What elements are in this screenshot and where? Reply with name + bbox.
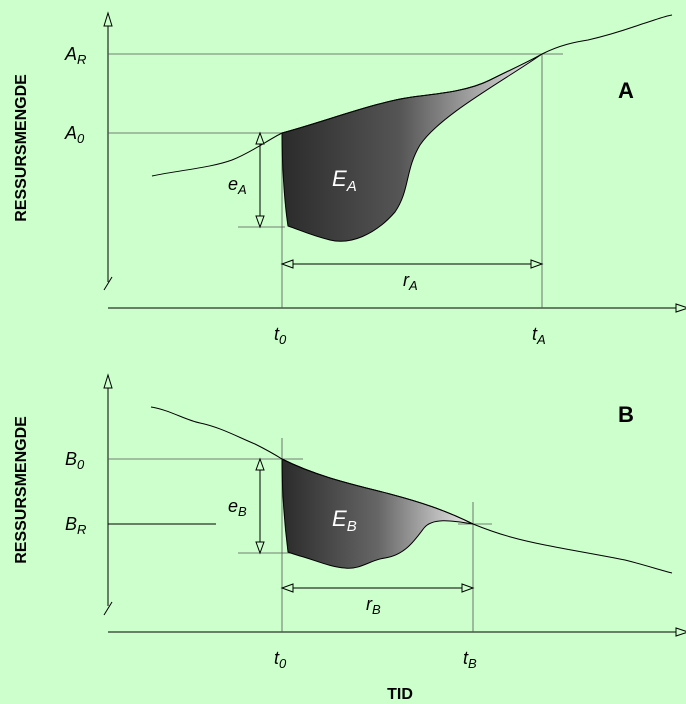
y-axis-a-break — [103, 276, 113, 291]
panel-b-id: B — [618, 402, 634, 427]
panel-a: RESSURSMENGDE AR A0 eA EA rA t0 tA A — [13, 11, 686, 347]
label-ra: rA — [403, 270, 418, 293]
x-axis-b-arrow — [675, 627, 686, 637]
loss-area-a — [281, 53, 543, 242]
ra-arrow-left — [280, 259, 294, 269]
label-a0: A0 — [64, 123, 85, 146]
eb-arrow-bottom — [255, 541, 265, 555]
label-ar: AR — [64, 44, 86, 67]
label-eb: eB — [228, 496, 247, 519]
resource-curve-a — [151, 14, 673, 177]
x-axis-label: TID — [387, 686, 413, 703]
rb-arrow-right — [461, 583, 475, 593]
ea-arrow-top — [255, 131, 265, 145]
label-loss-area-b: EB — [332, 506, 357, 535]
label-br: BR — [65, 514, 86, 537]
y-axis-b-arrow — [103, 373, 113, 389]
label-loss-area-a: EA — [332, 166, 357, 195]
y-axis-label-b: RESSURSMENGDE — [13, 416, 30, 564]
y-axis-a-arrow — [103, 11, 113, 27]
y-axis-b-break — [103, 601, 113, 616]
label-t0-b: t0 — [274, 648, 287, 671]
label-ea: eA — [228, 174, 247, 197]
ea-arrow-bottom — [255, 215, 265, 229]
loss-area-b — [281, 458, 474, 569]
panel-a-id: A — [618, 78, 634, 103]
label-t0-a: t0 — [274, 324, 287, 347]
resource-curve-b — [150, 406, 673, 574]
x-axis-a-arrow — [675, 303, 686, 313]
label-b0: B0 — [65, 449, 85, 472]
eb-arrow-top — [255, 457, 265, 471]
label-ta: tA — [532, 324, 546, 347]
y-axis-label-a: RESSURSMENGDE — [13, 74, 30, 222]
ra-arrow-right — [530, 259, 544, 269]
label-tb: tB — [463, 648, 477, 671]
rb-arrow-left — [280, 583, 294, 593]
label-rb: rB — [366, 594, 381, 617]
panel-b: RESSURSMENGDE B0 BR eB EB rB t0 tB B — [13, 373, 686, 671]
